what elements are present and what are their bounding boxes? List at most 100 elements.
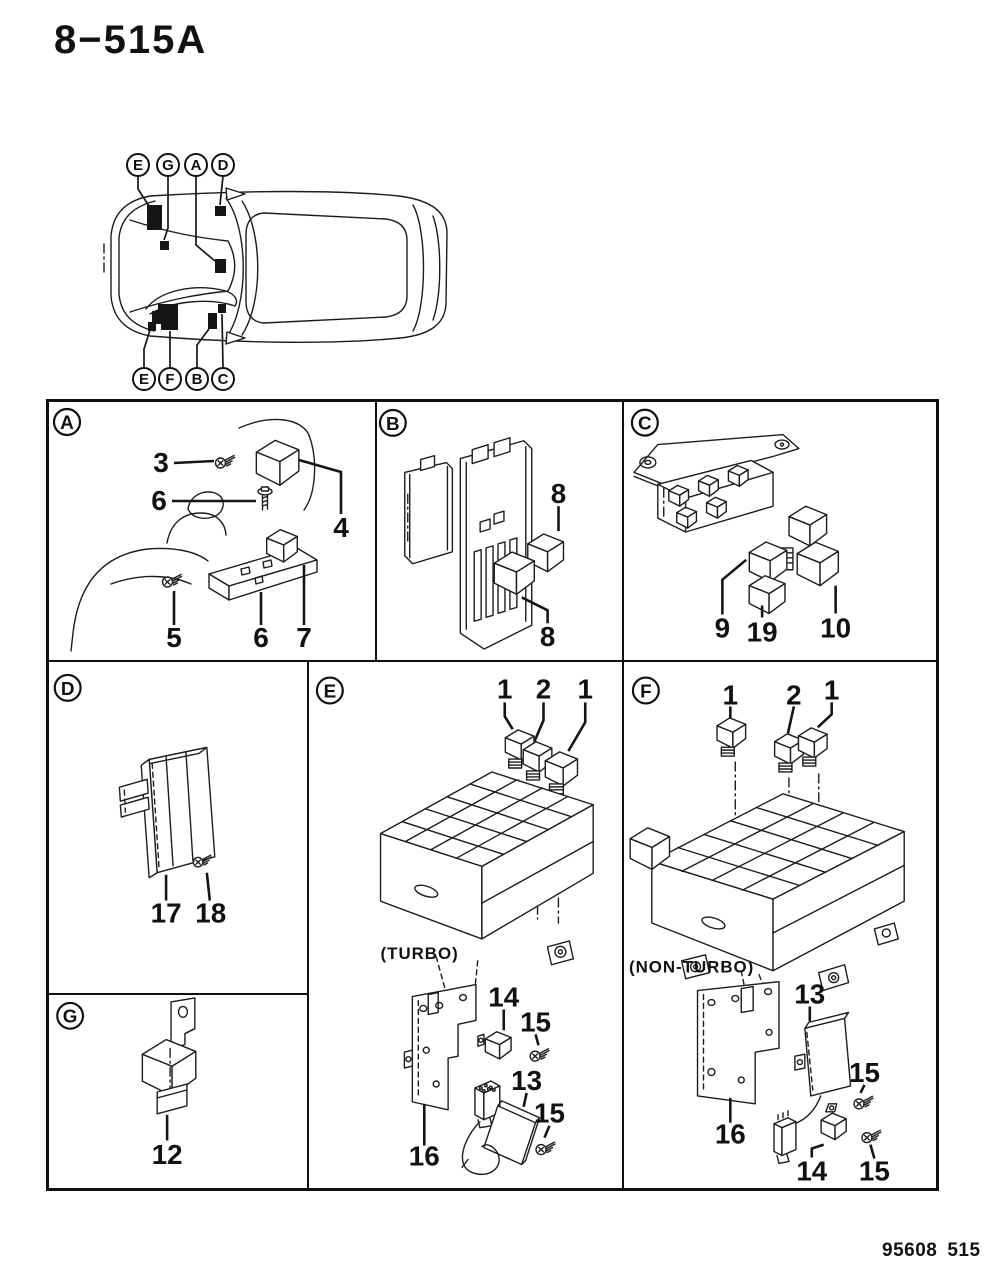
callout-8-top: 8 [551,478,566,509]
panel-f: F [622,660,936,1188]
panel-a-label: A [60,413,74,434]
fusebox-nonturbo-art [651,793,905,1004]
relay-12-art [170,997,196,1050]
callout-1-left: 1 [497,673,512,704]
relay-12-base [156,1047,188,1115]
callout-10: 10 [820,612,851,643]
panel-b-circle [378,408,407,437]
panel-g-label: G [63,1006,78,1027]
callout-9: 9 [715,612,730,643]
marker-g [160,241,169,250]
car-outline [103,187,448,345]
panel-f-circle [631,676,660,705]
callout-15-upper: 15 [520,1006,551,1037]
callout-15-upper: 15 [849,1057,880,1088]
location-markers [147,205,226,331]
locator-callout-c: C [218,371,229,388]
panel-a: A [49,402,375,660]
panel-c: C [622,402,936,660]
junction-block-art [459,437,533,650]
panel-d-leaders [164,872,212,901]
page-code-left: 95608 [882,1240,938,1261]
callout-1-right: 1 [824,674,839,705]
callout-8-bottom: 8 [540,621,555,652]
panel-g: G 12 [49,993,307,1188]
panel-g-circle [56,1001,85,1030]
bolt-6-icon [257,486,273,511]
callout-1-left: 1 [723,679,738,710]
callout-14: 14 [488,981,519,1012]
module-13-art [773,1011,852,1165]
callout-15-lower: 15 [534,1098,565,1129]
screw-15-lower-icon [861,1129,882,1144]
marker-f [152,304,178,330]
panel-b-label: B [386,413,400,434]
marker-a [215,259,226,273]
callout-16: 16 [409,1140,440,1171]
relay-1-left [716,717,747,749]
locator-callout-f: F [165,371,174,388]
bracket-16-art [403,983,477,1111]
callout-4: 4 [333,512,349,543]
panel-c-label: C [638,413,652,434]
relay-sockets [508,758,565,795]
panel-a-circle [52,407,82,437]
marker-e-front [147,205,162,230]
callout-6-top: 6 [151,485,167,516]
marker-c [218,304,226,313]
panel-b-leaders [521,506,560,624]
callout-2: 2 [786,679,801,710]
locator-callout-d: D [218,157,229,174]
page-code: 95608 515 [882,1240,981,1262]
mirror-bottom [225,331,246,345]
locator-callout-e-top: E [133,157,143,174]
module-4 [255,439,300,487]
callout-16: 16 [715,1119,746,1150]
panel-e-relay-leaders [503,702,587,752]
screw-15-upper-icon [853,1095,874,1110]
callout-12: 12 [152,1139,183,1170]
car-location-diagram: E G A D E F B C [103,153,448,391]
panel-e-lower-leaders [422,1009,551,1146]
screw-15-lower-icon [535,1141,556,1156]
callout-19: 19 [747,616,778,647]
relay-9 [748,541,788,583]
callout-3: 3 [153,447,169,478]
page-code-right: 515 [947,1240,981,1261]
relay-10-upper [788,505,828,547]
panel-d-label: D [61,678,75,699]
relay-14-ear [477,1033,485,1047]
screw-3-icon [214,454,236,469]
panel-d-circle [53,673,82,702]
panel-c-leaders [721,558,837,618]
bracket-16-art [696,980,780,1105]
relay-14-ear [825,1103,838,1113]
panel-d: D 17 18 [49,660,307,993]
locator-callout-g: G [162,157,174,174]
panel-e-label: E [324,680,337,701]
locator-callouts: E G A D E F B C [126,153,235,391]
module-13-art [461,1080,541,1175]
callout-13: 13 [794,978,825,1009]
relay-12 [141,1038,197,1097]
panel-a-leaders [172,458,343,625]
panel-e: E [307,660,622,1188]
screw-5-icon [161,573,183,588]
relay-14 [484,1031,512,1060]
screw-15-upper-icon [529,1048,550,1062]
marker-e-lower [148,322,156,331]
callout-2: 2 [536,673,551,704]
marker-d [215,206,226,216]
callout-15-lower: 15 [859,1155,890,1186]
callout-1-right: 1 [578,673,593,704]
diagram-grid: A [46,399,939,1191]
relay-14 [820,1112,847,1141]
locator-leader-lines [137,175,224,369]
callout-6-bottom: 6 [253,622,269,653]
relay-10-lower [796,541,840,587]
caption-turbo: (TURBO) [381,944,459,963]
panel-c-circle [630,408,659,437]
panel-f-relay-leaders [729,702,833,734]
page-title: 8−515A [54,18,208,62]
